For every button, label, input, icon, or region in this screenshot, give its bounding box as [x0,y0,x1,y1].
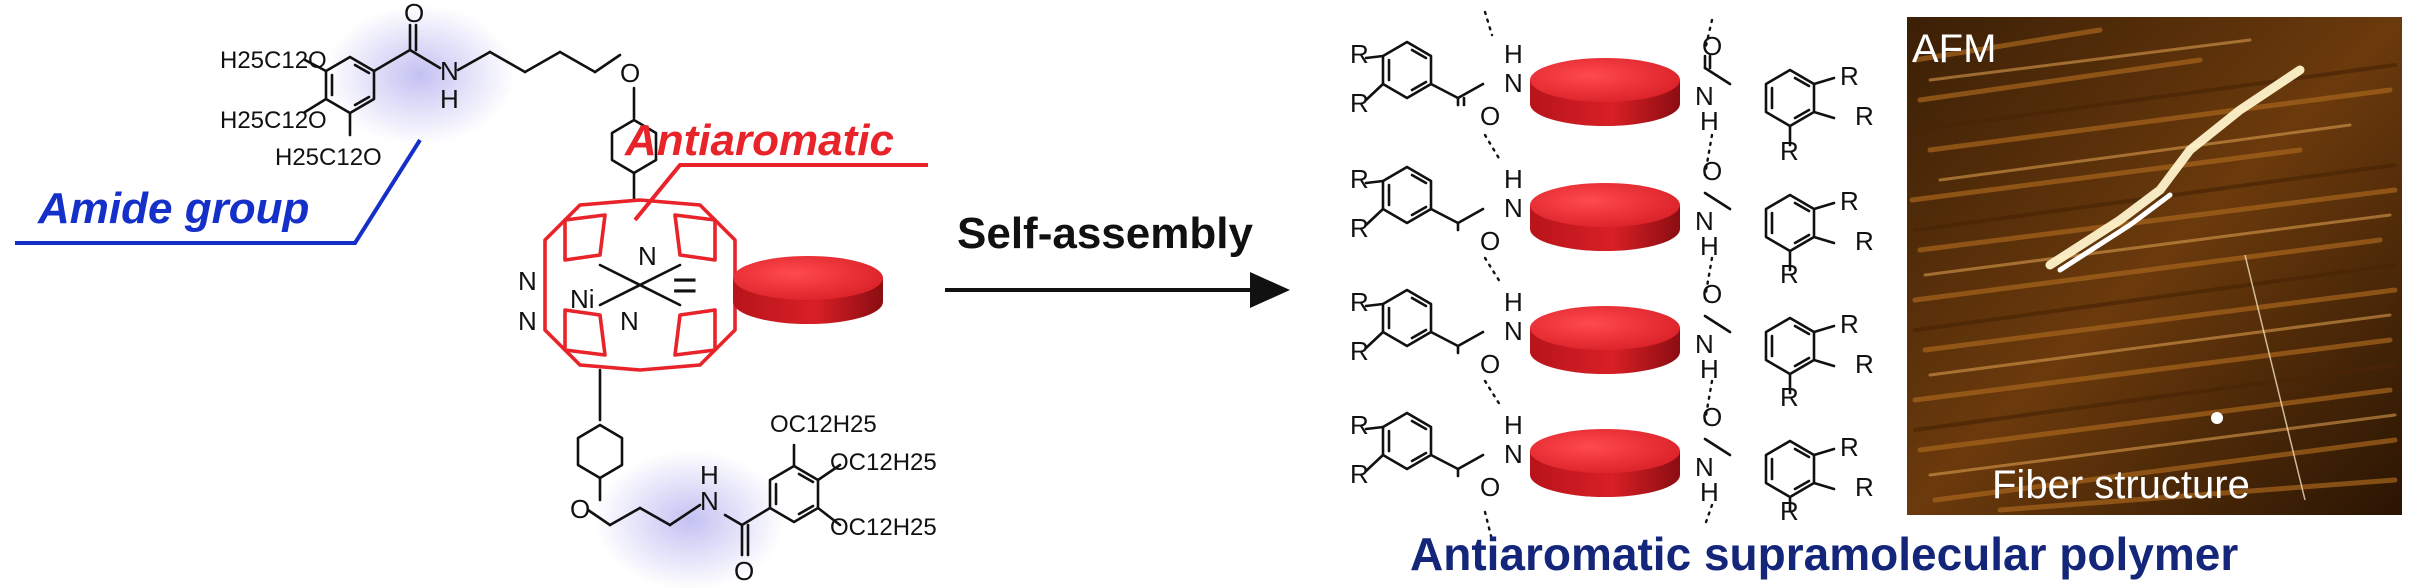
porphyrin-core [543,198,737,372]
antiaromatic-label: Antiaromatic [624,116,894,165]
r-1c: R [1840,61,1859,91]
top-aryl-ring [303,23,636,137]
h-1a: H [1504,39,1523,69]
h-2a: H [1504,164,1523,194]
h-1b: H [1700,106,1719,136]
afm-label: AFM [1912,27,1996,71]
amide-highlight-bottom [595,450,785,588]
o-3b: O [1702,279,1722,309]
o-1b: O [1702,31,1722,61]
stack-disk-2 [1530,183,1680,251]
stack-disk-1 [1530,58,1680,126]
top-phenylene [610,118,658,202]
ether-o-top: O [620,58,640,88]
bottom-phenylene [576,368,624,502]
h-2b: H [1700,231,1719,261]
r-2c: R [1840,186,1859,216]
r-4d: R [1855,472,1874,502]
n-1b: N [1695,81,1714,111]
h-3a: H [1504,287,1523,317]
self-assembly-arrow: Self-assembly [945,209,1290,308]
h-3b: H [1700,354,1719,384]
ether-o-bottom: O [570,494,590,524]
n-3a: N [1504,316,1523,346]
n-2a: N [1504,193,1523,223]
n-3b: N [1695,329,1714,359]
r-2b: R [1350,213,1369,243]
amide-h-bottom: H [700,460,719,490]
r-4e: R [1780,496,1799,526]
fiber-structure-label: Fiber structure [1992,463,2250,507]
r-3a: R [1350,287,1369,317]
nickel-center: Ni [570,284,595,314]
o-4a: O [1480,472,1500,502]
o-3a: O [1480,349,1500,379]
carbonyl-o-bottom: O [734,556,754,586]
alkoxy-right-3: OC12H25 [830,514,937,541]
r-2a: R [1350,164,1369,194]
porphyrin-n-left-top: N [518,266,537,296]
n-4a: N [1504,439,1523,469]
r-2d: R [1855,226,1874,256]
stack-disk-3 [1530,306,1680,374]
r-2e: R [1780,259,1799,289]
amide-n-bottom: N [700,486,719,516]
porphyrin-n-left-bottom: N [518,306,537,336]
o-1a: O [1480,101,1500,131]
r-1b: R [1350,88,1369,118]
h-4b: H [1700,477,1719,507]
r-4c: R [1840,432,1859,462]
alkoxy-left-2: H25C12O [220,107,327,134]
stack-disk-4 [1530,429,1680,497]
r-1e: R [1780,136,1799,166]
antiaromatic-callout: Antiaromatic [624,116,928,222]
o-4b: O [1702,402,1722,432]
amide-group-label: Amide group [37,184,309,233]
r-3e: R [1780,382,1799,412]
equals-sign: = [672,261,698,310]
n-4b: N [1695,452,1714,482]
o-2a: O [1480,226,1500,256]
r-3b: R [1350,336,1369,366]
self-assembly-label: Self-assembly [957,209,1253,258]
amide-h-top: H [440,84,459,114]
polymer-title: Antiaromatic supramolecular polymer [1410,528,2238,580]
amide-n-top: N [440,56,459,86]
stacked-polymer: R R H N O O N H R R R R R H [1350,10,1874,542]
amide-group-callout: Amide group [15,138,422,245]
alkoxy-right-2: OC12H25 [830,449,937,476]
r-1d: R [1855,101,1874,131]
porphyrin-n-right-top: N [638,241,657,271]
porphyrin-monomer: O N H O H25C12O H25C12O H25C12O N N N N … [220,0,937,588]
o-2b: O [1702,156,1722,186]
alkoxy-left-1: H25C12O [220,47,327,74]
r-3c: R [1840,309,1859,339]
n-2b: N [1695,206,1714,236]
r-4b: R [1350,459,1369,489]
amide-highlight-top [325,5,515,145]
afm-image: AFM Fiber structure [1907,17,2402,515]
carbonyl-o-top: O [404,0,424,28]
porphyrin-n-right-bottom: N [620,306,639,336]
h-4a: H [1504,410,1523,440]
r-4a: R [1350,410,1369,440]
disk-symbol [733,256,883,324]
r-3d: R [1855,349,1874,379]
n-1a: N [1504,68,1523,98]
r-1a: R [1350,39,1369,69]
bottom-aryl-ring [586,443,842,557]
alkoxy-right-1: OC12H25 [770,411,877,438]
alkoxy-left-3: H25C12O [275,144,382,171]
